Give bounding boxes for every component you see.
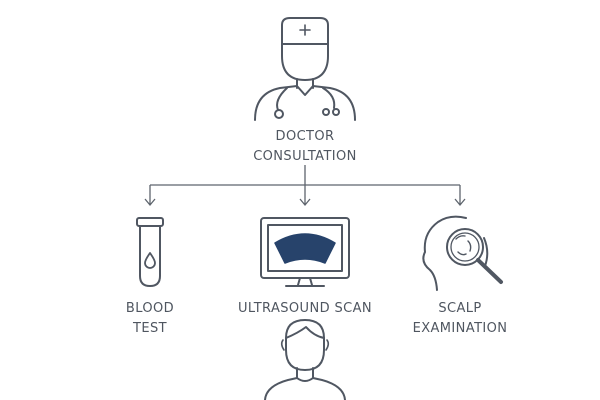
doctor-icon — [254, 17, 356, 121]
scalp-label-line-1: SCALP — [438, 301, 482, 316]
scalp-magnifier-icon — [422, 215, 503, 291]
connector-lines — [144, 165, 466, 207]
blood-test-label-line-1: BLOOD — [125, 301, 175, 316]
connector-ultrasound — [299, 185, 311, 207]
test-tube-icon — [136, 217, 164, 287]
ultrasound-monitor-icon — [260, 217, 350, 287]
ultrasound-label-line-1: ULTRASOUND SCAN — [237, 301, 373, 316]
doctor-label-line-1: DOCTOR — [275, 129, 335, 144]
connector-scalp — [454, 185, 466, 207]
scalp-examination-label: SCALP EXAMINATION — [390, 299, 530, 339]
ultrasound-image — [274, 233, 336, 264]
patient-icon — [264, 319, 346, 400]
blood-test-label-line-2: TEST — [133, 321, 167, 336]
connector-blood — [144, 185, 156, 207]
ultrasound-scan-label: ULTRASOUND SCAN — [205, 299, 405, 319]
doctor-consultation-label: DOCTOR CONSULTATION — [205, 127, 405, 167]
scalp-label-line-2: EXAMINATION — [412, 321, 508, 336]
blood-test-label: BLOOD TEST — [90, 299, 210, 339]
doctor-label-line-2: CONSULTATION — [253, 149, 357, 164]
